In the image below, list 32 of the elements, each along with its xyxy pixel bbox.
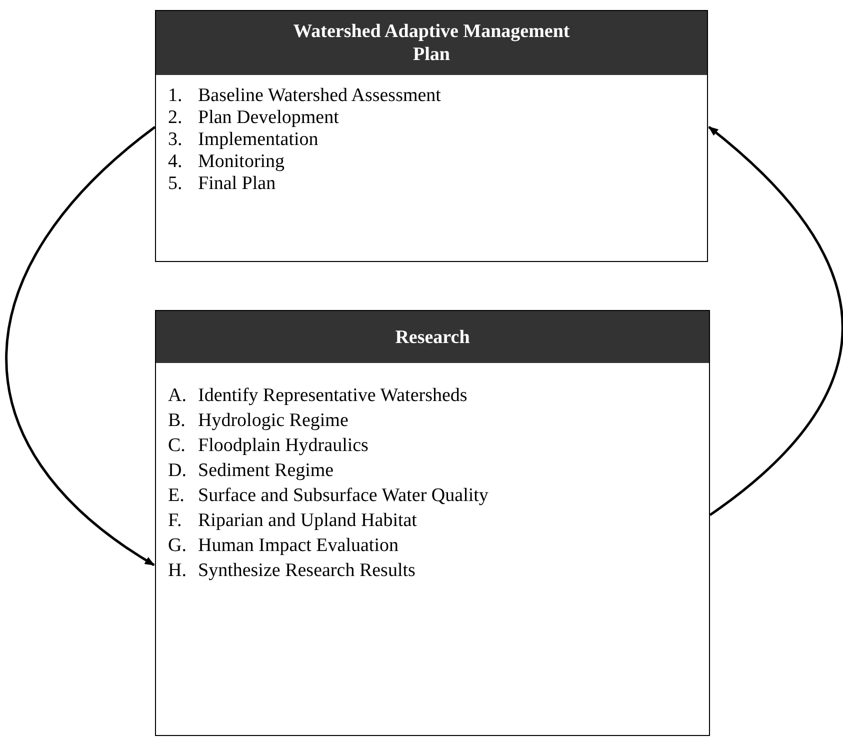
list-item: Final Plan bbox=[198, 173, 277, 195]
list-item: Riparian and Upland Habitat bbox=[198, 510, 418, 532]
curved-arrow bbox=[5, 126, 156, 566]
list-item: Implementation bbox=[198, 129, 320, 151]
list-item: Hydrologic Regime bbox=[198, 410, 350, 432]
item-marker: 3. bbox=[168, 129, 184, 151]
box-heading: Research bbox=[394, 326, 471, 348]
item-marker: C. bbox=[168, 435, 186, 457]
item-marker: 4. bbox=[168, 151, 184, 173]
item-marker: A. bbox=[168, 385, 188, 407]
item-marker: D. bbox=[168, 460, 188, 482]
item-marker: B. bbox=[168, 410, 186, 432]
list-item: Floodplain Hydraulics bbox=[198, 435, 370, 457]
item-marker: H. bbox=[168, 560, 188, 582]
list-item: Surface and Subsurface Water Quality bbox=[198, 485, 490, 507]
list-item: Sediment Regime bbox=[198, 460, 335, 482]
item-marker: G. bbox=[168, 535, 188, 557]
list-item: Identify Representative Watersheds bbox=[198, 385, 468, 407]
box-heading: Watershed Adaptive Management Plan bbox=[292, 20, 571, 66]
curved-arrow bbox=[708, 126, 843, 516]
list-item: Synthesize Research Results bbox=[198, 560, 416, 582]
item-marker: 1. bbox=[168, 85, 184, 107]
list-item: Plan Development bbox=[198, 107, 340, 129]
item-marker: 5. bbox=[168, 173, 184, 195]
item-marker: F. bbox=[168, 510, 183, 532]
list-item: Baseline Watershed Assessment bbox=[198, 85, 442, 107]
process-box bbox=[155, 10, 708, 262]
item-marker: E. bbox=[168, 485, 186, 507]
process-box bbox=[155, 310, 710, 736]
item-marker: 2. bbox=[168, 107, 184, 129]
list-item: Monitoring bbox=[198, 151, 286, 173]
list-item: Human Impact Evaluation bbox=[198, 535, 400, 557]
